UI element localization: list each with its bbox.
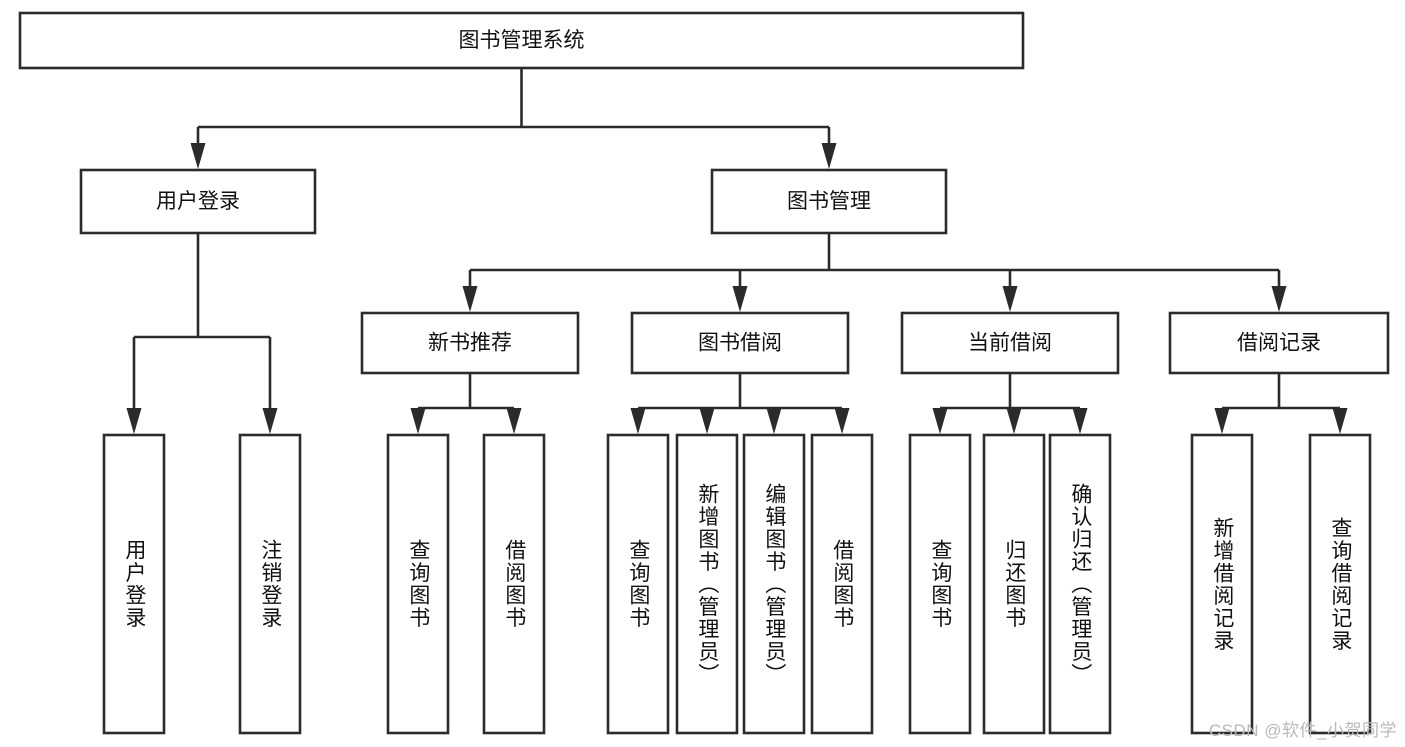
- arrow-head-icon: [1271, 286, 1287, 312]
- arrow-head-icon: [126, 408, 142, 434]
- node-box-leaf-nbr-query[interactable]: [386, 433, 450, 735]
- node-label-current-borrow: 当前借阅: [968, 332, 1052, 355]
- connector-group: [126, 233, 278, 434]
- arrow-head-icon: [1006, 408, 1022, 434]
- arrow-head-icon: [766, 408, 782, 434]
- node-box-user-login[interactable]: [79, 168, 317, 235]
- connector-group: [410, 373, 522, 434]
- node-box-book-manage[interactable]: [710, 168, 948, 235]
- connector-group: [630, 373, 850, 434]
- node-box-leaf-bb-edit[interactable]: [742, 433, 806, 735]
- connector-group: [932, 373, 1088, 434]
- arrow-head-icon: [1332, 408, 1348, 434]
- node-label-borrow-record: 借阅记录: [1237, 332, 1321, 355]
- arrow-head-icon: [462, 286, 478, 312]
- arrow-head-icon: [932, 408, 948, 434]
- arrow-head-icon: [1072, 408, 1088, 434]
- arrow-head-icon: [1214, 408, 1230, 434]
- node-label-book-borrow: 图书借阅: [698, 332, 782, 355]
- node-box-borrow-record[interactable]: [1168, 311, 1390, 375]
- connector-layer: [126, 68, 1348, 434]
- arrow-head-icon: [410, 408, 426, 434]
- connector-group: [462, 233, 1287, 312]
- node-box-leaf-user-login[interactable]: [102, 433, 166, 735]
- node-box-root[interactable]: [18, 11, 1025, 70]
- node-box-leaf-cb-return[interactable]: [982, 433, 1046, 735]
- node-label-root: 图书管理系统: [459, 29, 585, 52]
- node-box-leaf-bb-add[interactable]: [675, 433, 739, 735]
- node-box-leaf-bb-query[interactable]: [606, 433, 670, 735]
- node-box-leaf-nbr-borrow[interactable]: [482, 433, 546, 735]
- watermark-text: CSDN @软件_小贺同学: [1208, 721, 1397, 740]
- arrow-head-icon: [821, 143, 837, 169]
- node-box-leaf-br-add[interactable]: [1190, 433, 1254, 735]
- node-label-book-manage: 图书管理: [787, 190, 871, 213]
- node-box-current-borrow[interactable]: [900, 311, 1120, 375]
- connector-group: [190, 68, 837, 169]
- arrow-head-icon: [506, 408, 522, 434]
- arrow-head-icon: [262, 408, 278, 434]
- node-label-user-login: 用户登录: [156, 190, 240, 213]
- connector-group: [1214, 373, 1348, 434]
- arrow-head-icon: [190, 143, 206, 169]
- node-box-new-book-rec[interactable]: [360, 311, 580, 375]
- node-box-leaf-cb-confirm[interactable]: [1048, 433, 1112, 735]
- node-box-leaf-bb-borrow[interactable]: [810, 433, 874, 735]
- arrow-head-icon: [630, 408, 646, 434]
- node-box-leaf-cb-query[interactable]: [908, 433, 972, 735]
- arrow-head-icon: [732, 286, 748, 312]
- node-box-book-borrow[interactable]: [630, 311, 850, 375]
- arrow-head-icon: [834, 408, 850, 434]
- arrow-head-icon: [699, 408, 715, 434]
- node-box-leaf-user-logout[interactable]: [238, 433, 302, 735]
- arrow-head-icon: [1002, 286, 1018, 312]
- node-label-new-book-rec: 新书推荐: [428, 332, 512, 355]
- node-layer: [18, 11, 1390, 735]
- node-box-leaf-br-query[interactable]: [1308, 433, 1372, 735]
